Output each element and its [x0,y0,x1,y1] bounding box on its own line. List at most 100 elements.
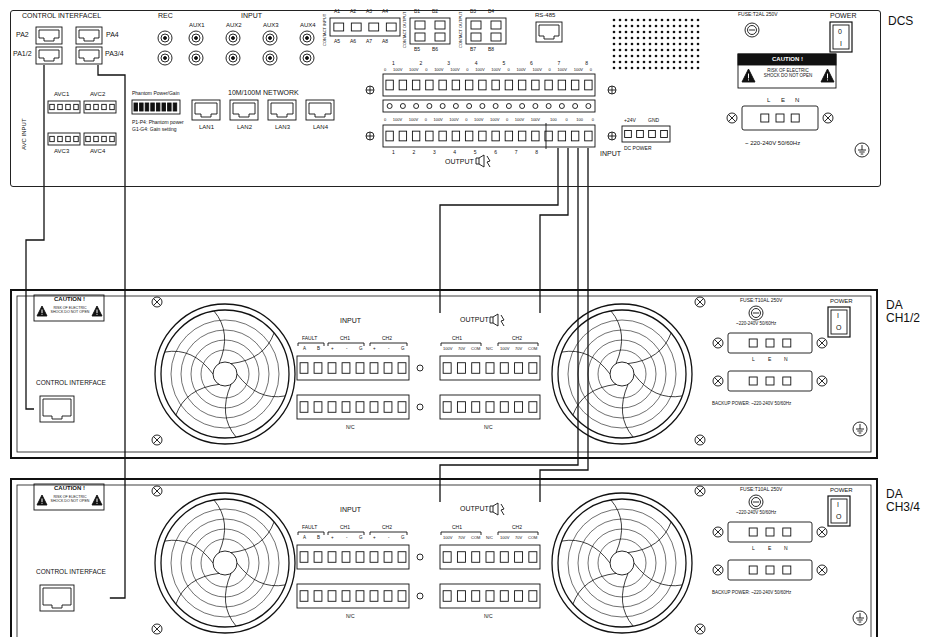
vent-hole [649,31,652,34]
panel-marking: GND [648,118,659,123]
terminal-screw [439,131,446,141]
power-pin [776,114,784,122]
vent-hole [649,25,652,28]
marking-text: G [401,535,405,540]
marking-text: B3 [470,8,476,14]
fan-grille [201,539,249,587]
terminal-screw [334,23,344,31]
pin-bracket [328,343,364,346]
terminal-screw [518,80,525,90]
marking-text: 70V [515,535,522,540]
terminal-screw [546,104,551,109]
panel-marking: COM [528,536,537,540]
node-label: PA1/2 [13,50,32,57]
panel-marking: OUTPUT [445,158,474,165]
fan-grille [588,529,656,597]
pin-bracket [498,343,538,346]
terminal-screw [314,591,322,602]
terminal-screw [342,363,350,374]
terminal-screw [300,591,308,602]
terminal-screw [328,591,336,602]
warning-triangle [821,69,834,82]
marking-text: N/C [346,613,355,619]
node-label: CONTROL INTERFACE [36,568,106,575]
vent-hole [673,55,676,58]
panel-marking: 0 [838,28,842,35]
fan-guard [558,499,686,627]
panel-marking: +24V [624,118,636,123]
fan-blade [225,384,236,437]
vent-hole [691,37,694,40]
power-pin [783,528,791,536]
terminal-screw [314,363,322,374]
vent-hole [667,43,670,46]
rca-pin [306,57,309,60]
marking-text: POWER [830,487,853,493]
vent-hole [631,67,634,70]
panel-marking: - [388,536,390,541]
screw-cross [154,488,161,495]
vent-hole [649,37,652,40]
marking-text: CONTROL INTERFACEL [22,12,101,19]
panel-marking: A [303,536,306,541]
marking-text: N/C [484,424,493,430]
contact-cell [491,21,501,29]
fan-guard [161,310,289,438]
ground-symbol [856,613,864,622]
terminal-screw [300,552,308,563]
rca-pin [164,57,167,60]
marking-text: A1 [334,8,340,14]
marking-text: CONTACT OUTPUT [458,11,463,48]
panel-screw [713,565,723,575]
panel-marking: AVC3 [54,148,69,154]
speaker-symbol [490,503,504,515]
terminal-screw [439,80,446,90]
panel-marking: + [373,536,376,541]
rj45-socket [39,30,59,41]
marking-text: BACKUP POWER: ~220-240V 50/60Hz [712,590,791,595]
marking-text: L [767,97,770,103]
cable-wire [26,65,44,409]
panel-screw [366,132,374,140]
fan-blade [214,311,225,364]
vent-hole [643,67,646,70]
power-switch [828,496,850,526]
fan-blade [214,500,225,553]
cable-wire [440,148,578,502]
panel-marking: CAUTION ! [54,296,85,302]
screw-cross [154,437,161,444]
vent-hole [613,55,616,58]
panel-marking: - [388,347,390,352]
terminal-screw [356,363,364,374]
pin-bracket [298,343,324,346]
panel-marking: G [401,536,405,541]
vent-hole [637,55,640,58]
warning-triangle [92,495,102,505]
panel-marking: ~220-240V 50/60Hz [736,322,776,327]
panel-marking: CH2 [382,336,392,341]
fan-blade [237,374,285,397]
terminal-screw [533,104,538,109]
marking-text: I [837,312,839,319]
terminal-screw [58,104,62,109]
terminal-block [622,126,670,142]
marking-text: G [401,346,405,351]
panel-marking: COM [528,347,537,351]
panel-marking: I [837,501,839,508]
panel-marking: - [346,347,348,352]
panel-marking: 70V [458,347,465,351]
screw-cross [608,86,616,94]
marking-text: N [795,97,799,103]
vent-hole [625,19,628,22]
marking-text: A2 [350,8,356,14]
power-pin [766,528,774,536]
vent-hole [661,31,664,34]
panel-marking: B5 [414,47,420,52]
fan-guard [552,493,692,633]
marking-text: B6 [432,46,438,52]
terminal-screw [314,552,322,563]
vent-hole [661,25,664,28]
rca-pin [195,37,198,40]
fan-blade [573,573,616,604]
fuse-cap [748,26,757,35]
